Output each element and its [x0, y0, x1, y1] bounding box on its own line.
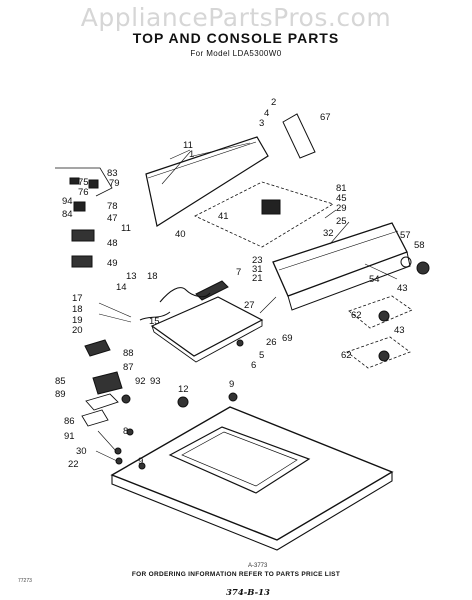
callout-88: 88	[123, 348, 134, 359]
callout-5: 5	[259, 350, 264, 361]
callout-57: 57	[400, 230, 411, 241]
callout-91: 91	[64, 431, 75, 442]
callout-75: 75	[78, 177, 89, 188]
knob-58	[416, 261, 430, 275]
callout-30: 30	[76, 446, 87, 457]
callout-14: 14	[116, 282, 127, 293]
callout-18a: 18	[147, 271, 158, 282]
ordering-footer: FOR ORDERING INFORMATION REFER TO PARTS …	[131, 571, 341, 578]
handle-part	[195, 280, 229, 301]
callout-45: 45	[336, 193, 347, 204]
callout-25: 25	[336, 216, 347, 227]
callout-43b: 43	[394, 325, 405, 336]
callout-49: 49	[107, 258, 118, 269]
print-reference: 77273	[18, 578, 32, 584]
callout-20: 20	[72, 325, 83, 336]
callout-27: 27	[244, 300, 255, 311]
knob-57	[400, 256, 412, 268]
callout-58: 58	[414, 240, 425, 251]
callout-40: 40	[175, 229, 186, 240]
callout-32: 32	[323, 228, 334, 239]
page-code: 374-B-13	[226, 588, 270, 598]
callout-21: 21	[252, 273, 263, 284]
diagram-title: TOP AND CONSOLE PARTS	[132, 30, 340, 46]
callout-83: 83	[107, 168, 118, 179]
callout-19: 19	[72, 315, 83, 326]
callout-93: 93	[150, 376, 161, 387]
watermark: AppliancePartsPros.com	[80, 3, 392, 32]
knob-box-lower	[346, 336, 411, 369]
cabinet-top	[110, 406, 394, 541]
console-panel	[272, 222, 408, 297]
callout-41: 41	[218, 211, 229, 222]
callout-31: 31	[252, 264, 263, 275]
callout-85: 85	[55, 376, 66, 387]
callout-87: 87	[123, 362, 134, 373]
callout-92: 92	[135, 376, 146, 387]
tub-opening	[168, 426, 311, 494]
callout-7: 7	[236, 267, 241, 278]
callout-22: 22	[68, 459, 79, 470]
callout-4: 4	[264, 108, 269, 119]
callout-11a: 11	[183, 140, 193, 151]
left-parts-cluster	[55, 167, 113, 197]
callout-47: 47	[107, 213, 118, 224]
callout-12: 12	[178, 384, 189, 395]
callout-67: 67	[320, 112, 331, 123]
callout-89: 89	[55, 389, 66, 400]
bracket-dashed-outline	[194, 181, 334, 248]
callout-62a: 62	[351, 310, 362, 321]
callout-3: 3	[259, 118, 264, 129]
callout-78: 78	[107, 201, 118, 212]
callout-11b: 11	[121, 223, 131, 234]
timer-part	[261, 199, 281, 215]
callout-8: 8	[123, 426, 128, 437]
callout-43a: 43	[397, 283, 408, 294]
back-panel	[145, 136, 269, 227]
callout-6: 6	[251, 360, 256, 371]
callout-84: 84	[62, 209, 73, 220]
callout-26: 26	[266, 337, 277, 348]
callout-81: 81	[336, 183, 347, 194]
callout-79: 79	[109, 178, 120, 189]
callout-17: 17	[72, 293, 83, 304]
callout-9b: 9	[138, 456, 143, 467]
callout-94: 94	[62, 196, 73, 207]
callout-1: 1	[189, 149, 194, 160]
callout-18b: 18	[72, 304, 83, 315]
model-subtitle: For Model LDA5300W0	[190, 49, 282, 58]
callout-69: 69	[282, 333, 293, 344]
callout-86: 86	[64, 416, 75, 427]
callout-15: 15	[149, 316, 160, 327]
callout-2: 2	[271, 97, 276, 108]
callout-29: 29	[336, 203, 347, 214]
mount-bracket	[282, 113, 316, 159]
knob-box-upper	[348, 295, 413, 329]
callout-76: 76	[78, 187, 89, 198]
callout-23: 23	[252, 255, 263, 266]
callout-54: 54	[369, 274, 380, 285]
callout-9a: 9	[229, 379, 234, 390]
callout-48: 48	[107, 238, 118, 249]
callout-13: 13	[126, 271, 137, 282]
wire-harness	[159, 287, 211, 303]
drawing-reference: A-3773	[248, 563, 268, 569]
callout-62b: 62	[341, 350, 352, 361]
switch-assembly	[92, 371, 123, 395]
